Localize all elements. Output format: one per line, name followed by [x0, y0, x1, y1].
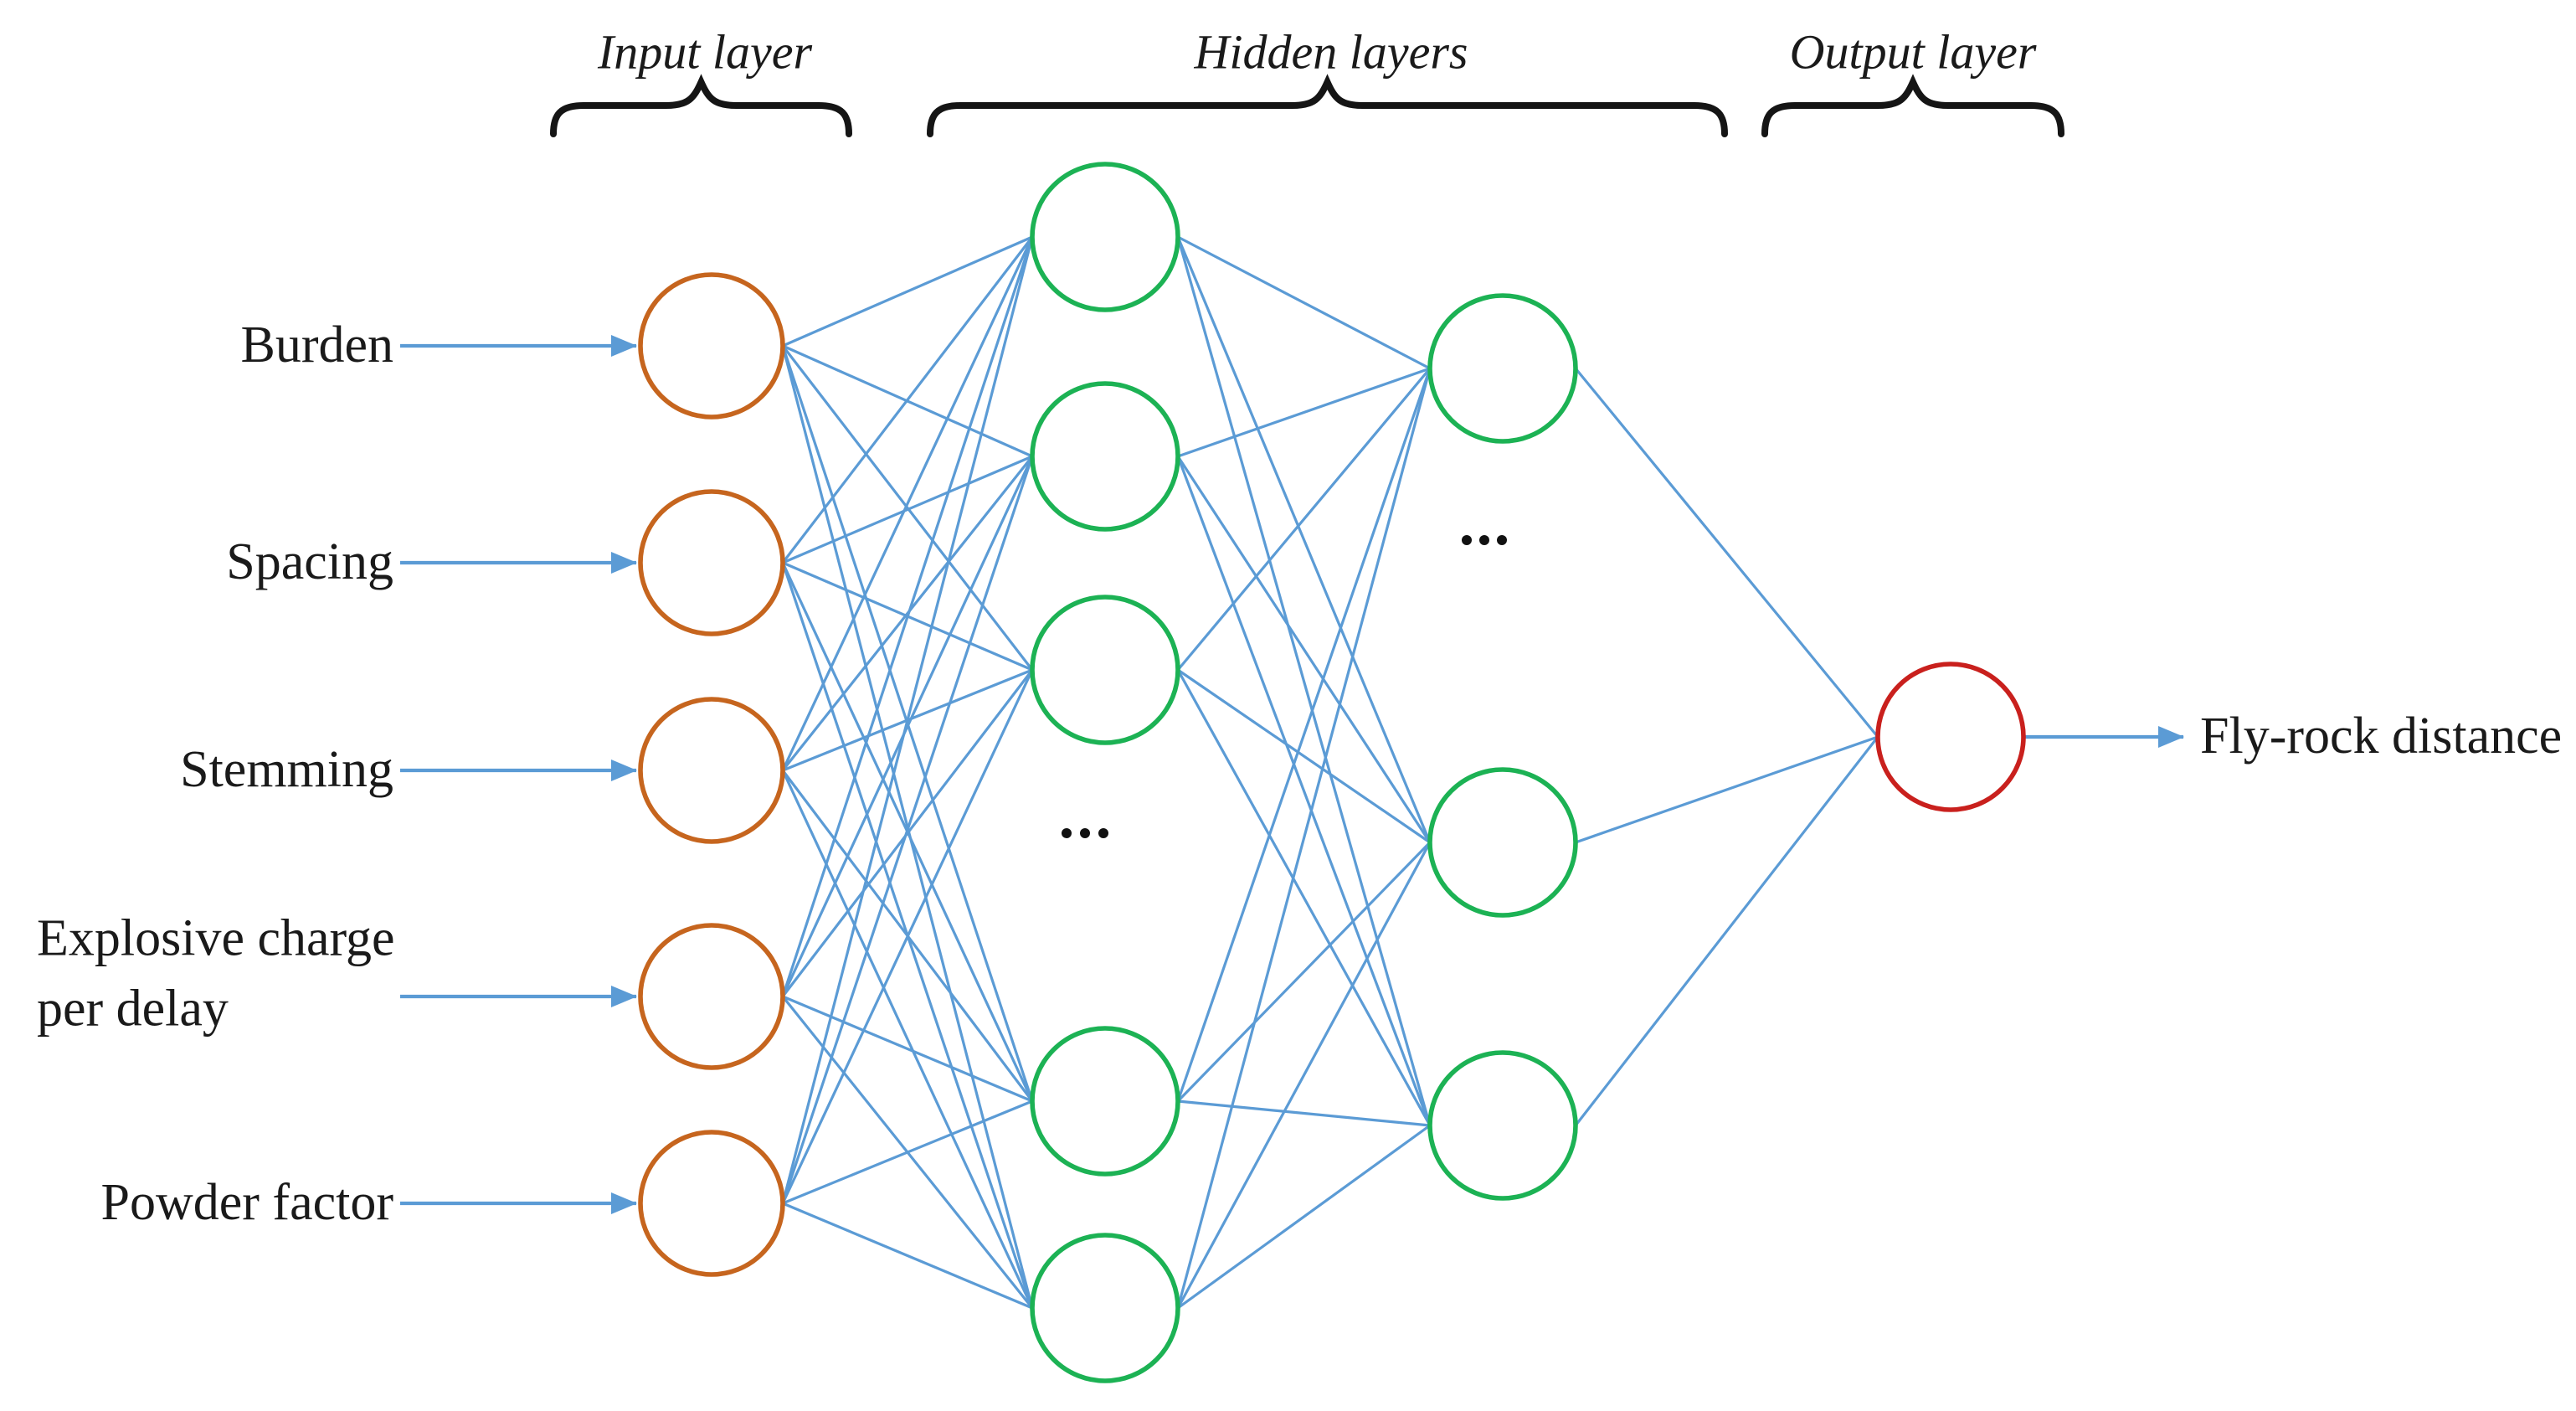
input-node-3: [638, 697, 785, 844]
layer-brace-2: [1761, 74, 2064, 137]
connection-line-hidden-1-to-hidden-2: [1176, 367, 1432, 672]
connection-line-input-to-hidden-1: [781, 236, 1034, 1204]
hidden-1-node-3: [1030, 595, 1180, 745]
input-label-spacing: Spacing: [226, 533, 393, 591]
connection-line-input-to-hidden-1: [781, 236, 1034, 997]
input-label-explosive-charge-per-delay: Explosive charge per delay: [37, 909, 395, 1037]
connection-line-hidden-1-to-hidden-2: [1176, 368, 1432, 1309]
layer-brace-0: [550, 74, 852, 137]
connection-line-hidden-1-to-hidden-2: [1176, 368, 1432, 1102]
connection-line-input-to-hidden-1: [781, 456, 1034, 997]
output-layer-title: Output layer: [1789, 24, 2037, 80]
connection-line-input-to-hidden-1: [782, 995, 1033, 1103]
hidden-ellipsis-dot-1: [1497, 535, 1507, 545]
connection-line-hidden-1-to-hidden-2: [1177, 1099, 1431, 1127]
connection-line-input-to-hidden-1: [782, 235, 1033, 348]
connection-line-input-to-hidden-1: [781, 456, 1034, 1204]
connection-line-hidden-1-to-hidden-2: [1176, 456, 1432, 843]
hidden-ellipsis-dot-1: [1462, 535, 1472, 545]
connection-line-input-to-hidden-1: [781, 669, 1034, 1204]
connection-line-hidden-2-to-output: [1575, 735, 1879, 844]
connection-line-hidden-1-to-hidden-2: [1176, 841, 1432, 1103]
hidden-1-node-4: [1030, 1026, 1180, 1177]
input-layer-title: Input layer: [597, 24, 813, 80]
input-label-powder-factor: Powder factor: [100, 1174, 393, 1232]
hidden-ellipsis-dot-0: [1062, 828, 1072, 838]
connection-line-hidden-2-to-output: [1574, 367, 1879, 739]
hidden-1-node-5: [1030, 1233, 1180, 1383]
connection-line-input-to-hidden-1: [781, 236, 1034, 564]
connection-line-hidden-1-to-hidden-2: [1177, 668, 1431, 844]
connection-line-input-to-hidden-1: [782, 1202, 1033, 1310]
input-node-5: [638, 1130, 785, 1277]
hidden-1-node-1: [1030, 162, 1180, 312]
connection-line-input-to-hidden-1: [781, 770, 1034, 1309]
connection-line-input-to-hidden-1: [781, 345, 1034, 671]
connection-line-hidden-1-to-hidden-2: [1177, 1124, 1431, 1310]
hidden-1-node-2: [1030, 381, 1180, 532]
connection-line-hidden-2-to-output: [1574, 736, 1879, 1126]
connection-line-hidden-1-to-hidden-2: [1176, 236, 1432, 843]
hidden-ellipsis-dot-1: [1479, 535, 1489, 545]
connection-line-input-to-hidden-1: [781, 236, 1034, 771]
output-label-fly-rock-distance: Fly-rock distance: [2200, 708, 2563, 765]
connection-line-hidden-1-to-hidden-2: [1177, 235, 1431, 370]
connection-line-hidden-1-to-hidden-2: [1176, 236, 1432, 1126]
output-node-1: [1875, 662, 2026, 812]
hidden-ellipsis-dot-0: [1098, 828, 1108, 838]
layer-brace-1: [927, 74, 1728, 137]
hidden-ellipsis-dot-0: [1080, 828, 1090, 838]
input-label-burden: Burden: [240, 317, 393, 374]
connection-line-input-to-hidden-1: [782, 1099, 1033, 1205]
hidden-2-node-1: [1427, 293, 1578, 444]
connection-line-hidden-1-to-hidden-2: [1176, 842, 1432, 1309]
hidden-2-node-2: [1427, 767, 1578, 918]
connection-line-input-to-hidden-1: [782, 455, 1033, 564]
connection-line-hidden-1-to-hidden-2: [1177, 367, 1431, 458]
hidden-layers-title: Hidden layers: [1194, 24, 1468, 80]
hidden-2-node-3: [1427, 1050, 1578, 1201]
connection-line-hidden-1-to-hidden-2: [1176, 456, 1432, 1126]
input-node-4: [638, 923, 785, 1070]
connection-line-hidden-1-to-hidden-2: [1176, 669, 1432, 1126]
input-node-2: [638, 489, 785, 636]
input-label-stemming: Stemming: [180, 741, 393, 799]
input-node-1: [638, 272, 785, 420]
